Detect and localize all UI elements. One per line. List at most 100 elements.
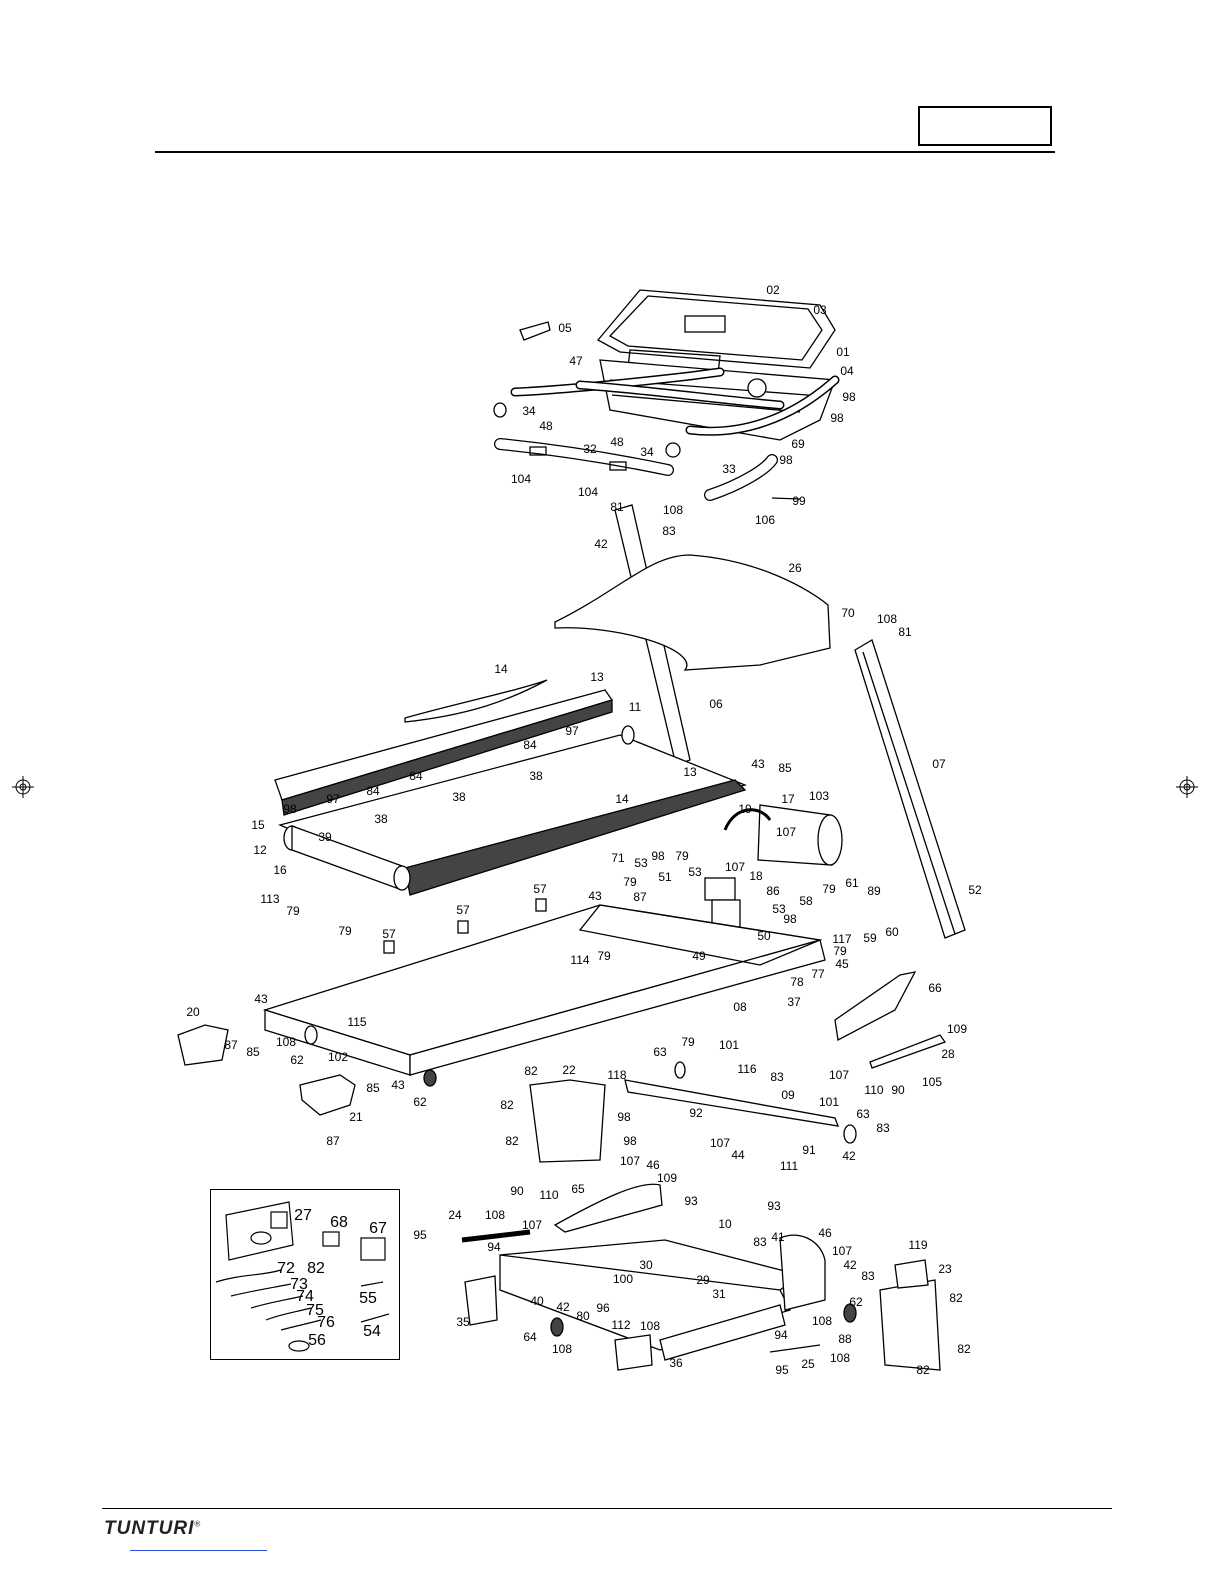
part-label-34: 34 — [522, 404, 536, 418]
part-label-63: 63 — [856, 1107, 870, 1121]
part-label-79: 79 — [833, 944, 847, 958]
part-label-48: 48 — [610, 435, 624, 449]
console-assembly — [510, 289, 840, 441]
part-label-101: 101 — [819, 1095, 839, 1109]
part-label-94: 94 — [774, 1328, 788, 1342]
part-label-108: 108 — [830, 1351, 850, 1365]
part-label-45: 45 — [835, 957, 849, 971]
part-label-01: 01 — [836, 345, 850, 359]
part-label-62: 62 — [413, 1095, 427, 1109]
inset-part-label-72: 72 — [277, 1260, 295, 1277]
part-label-28: 28 — [941, 1047, 955, 1061]
inset-part-label-73: 73 — [290, 1276, 308, 1293]
part-label-92: 92 — [689, 1106, 703, 1120]
part-label-107: 107 — [725, 860, 745, 874]
part-label-82: 82 — [505, 1134, 519, 1148]
part-label-117: 117 — [832, 932, 851, 946]
inset-part-label-56: 56 — [308, 1332, 326, 1349]
part-label-51: 51 — [658, 870, 672, 884]
part-label-49: 49 — [692, 949, 706, 963]
part-label-89: 89 — [867, 884, 881, 898]
part-label-33: 33 — [722, 462, 736, 476]
part-label-65: 65 — [571, 1182, 585, 1196]
end-caps — [177, 1024, 606, 1163]
part-label-20: 20 — [186, 1005, 200, 1019]
footer-link-underline[interactable] — [130, 1550, 267, 1551]
part-label-81: 81 — [898, 625, 912, 639]
part-label-98: 98 — [623, 1134, 637, 1148]
part-label-02: 02 — [766, 283, 780, 297]
part-label-107: 107 — [710, 1136, 730, 1150]
part-label-04: 04 — [840, 364, 854, 378]
registration-mark-left-icon — [12, 776, 34, 798]
part-label-69: 69 — [791, 437, 805, 451]
part-label-48: 48 — [539, 419, 553, 433]
part-label-108: 108 — [877, 612, 897, 626]
part-label-82: 82 — [957, 1342, 971, 1356]
part-label-10: 10 — [718, 1217, 732, 1231]
part-label-40: 40 — [530, 1294, 544, 1308]
part-label-107: 107 — [522, 1218, 542, 1232]
part-label-98: 98 — [651, 849, 665, 863]
part-label-108: 108 — [552, 1342, 572, 1356]
part-label-79: 79 — [597, 949, 611, 963]
part-label-98: 98 — [617, 1110, 631, 1124]
part-label-43: 43 — [751, 757, 765, 771]
part-label-98: 98 — [283, 802, 297, 816]
part-label-07: 07 — [932, 757, 946, 771]
part-label-101: 101 — [719, 1038, 739, 1052]
part-label-116: 116 — [737, 1062, 756, 1076]
part-label-102: 102 — [328, 1050, 348, 1064]
part-label-81: 81 — [610, 500, 624, 514]
part-label-43: 43 — [588, 889, 602, 903]
part-label-104: 104 — [511, 472, 531, 486]
part-label-109: 109 — [657, 1171, 677, 1185]
part-label-26: 26 — [788, 561, 802, 575]
part-label-86: 86 — [766, 884, 780, 898]
part-label-85: 85 — [778, 761, 792, 775]
part-label-108: 108 — [812, 1314, 832, 1328]
part-label-11: 11 — [629, 700, 642, 714]
part-label-12: 12 — [253, 843, 267, 857]
running-deck — [274, 679, 748, 896]
inset-part-label-68: 68 — [330, 1214, 348, 1231]
part-label-70: 70 — [841, 606, 855, 620]
part-label-30: 30 — [639, 1258, 653, 1272]
inset-part-label-27: 27 — [294, 1207, 312, 1224]
part-label-79: 79 — [822, 882, 836, 896]
part-label-107: 107 — [832, 1244, 852, 1258]
part-label-43: 43 — [391, 1078, 405, 1092]
part-label-108: 108 — [640, 1319, 660, 1333]
inset-part-label-82: 82 — [307, 1260, 325, 1277]
part-label-106: 106 — [755, 513, 775, 527]
brand-registered-mark: ® — [194, 1519, 202, 1529]
inset-part-label-74: 74 — [296, 1288, 314, 1305]
part-label-43: 43 — [254, 992, 268, 1006]
part-label-85: 85 — [366, 1081, 380, 1095]
part-label-13: 13 — [590, 670, 604, 684]
inset-part-label-54: 54 — [363, 1323, 381, 1340]
part-label-83: 83 — [753, 1235, 767, 1249]
part-label-53: 53 — [634, 856, 648, 870]
inset-part-label-76: 76 — [317, 1314, 335, 1331]
part-label-99: 99 — [792, 494, 806, 508]
part-label-50: 50 — [757, 929, 771, 943]
part-label-98: 98 — [779, 453, 793, 467]
part-label-95: 95 — [775, 1363, 789, 1377]
part-label-95: 95 — [413, 1228, 427, 1242]
part-label-94: 94 — [487, 1240, 501, 1254]
part-label-46: 46 — [818, 1226, 832, 1240]
part-label-78: 78 — [790, 975, 804, 989]
part-label-84: 84 — [409, 769, 423, 783]
part-label-03: 03 — [813, 303, 827, 317]
part-label-97: 97 — [565, 724, 579, 738]
part-label-79: 79 — [623, 875, 637, 889]
part-label-14: 14 — [494, 662, 508, 676]
part-label-83: 83 — [861, 1269, 875, 1283]
part-label-119: 119 — [908, 1238, 927, 1252]
part-label-114: 114 — [570, 953, 589, 967]
part-label-87: 87 — [633, 890, 647, 904]
